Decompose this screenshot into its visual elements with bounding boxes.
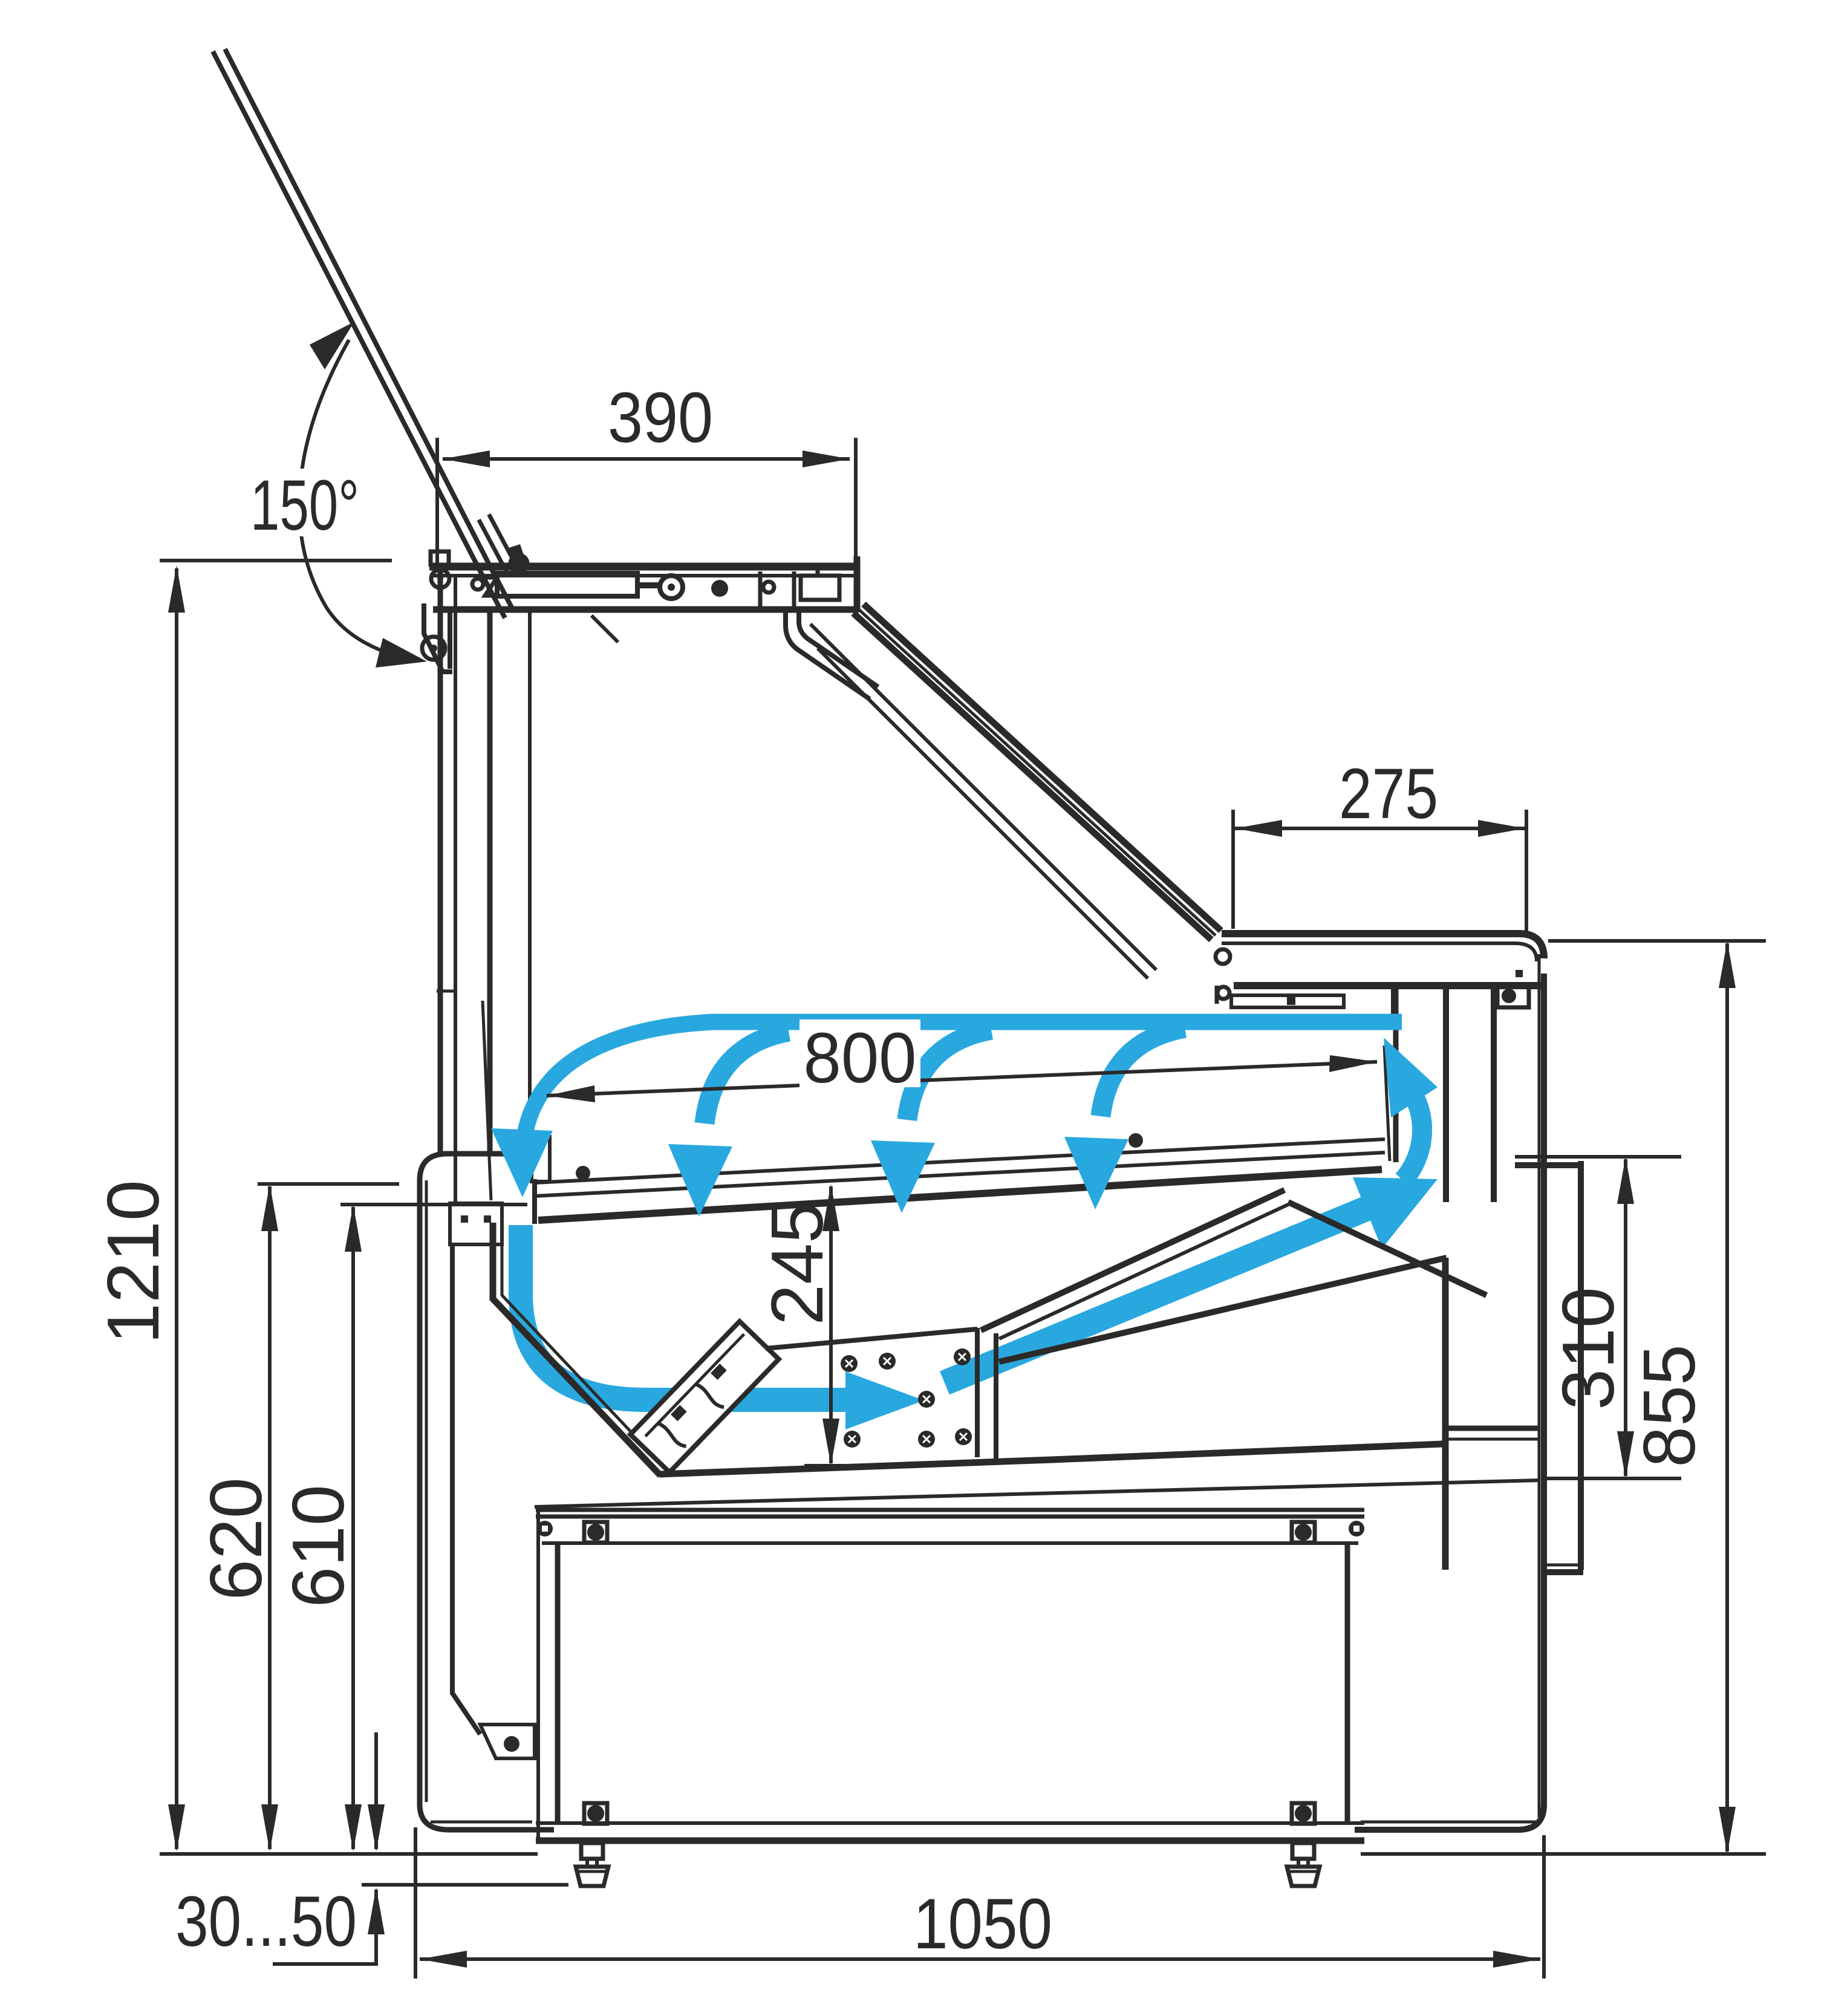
svg-text:30...50: 30...50	[175, 1882, 357, 1962]
svg-text:390: 390	[608, 378, 713, 458]
svg-text:245: 245	[756, 1202, 838, 1325]
svg-text:1210: 1210	[92, 1180, 174, 1344]
svg-text:610: 610	[277, 1484, 359, 1608]
svg-text:150°: 150°	[250, 466, 359, 545]
svg-text:1050: 1050	[913, 1884, 1052, 1964]
svg-text:800: 800	[804, 1018, 917, 1098]
svg-text:855: 855	[1628, 1344, 1710, 1468]
svg-text:620: 620	[195, 1477, 277, 1601]
svg-text:275: 275	[1339, 754, 1438, 834]
svg-text:310: 310	[1547, 1287, 1629, 1410]
